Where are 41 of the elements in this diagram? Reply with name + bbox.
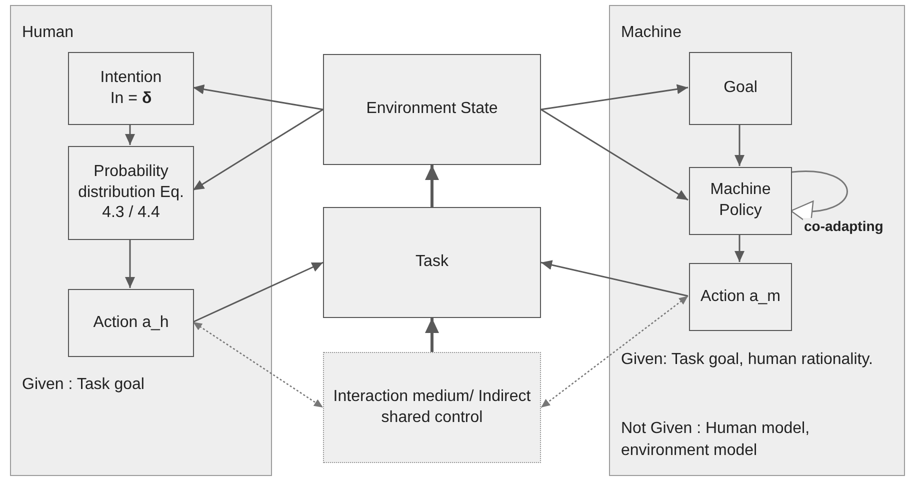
box-label: Goal: [724, 78, 758, 98]
group-panel: [609, 5, 905, 476]
process-box: [323, 54, 541, 165]
note-text: Given: Task goal, human rationality.: [621, 350, 874, 370]
process-box: [689, 52, 792, 125]
box-label: Interaction medium/ Indirect shared control: [332, 386, 532, 428]
box-label: Environment State: [366, 99, 498, 120]
process-box: [68, 52, 194, 125]
arrow: [192, 108, 324, 191]
arrow: [540, 260, 688, 297]
dotted-arrow: [540, 295, 688, 408]
note-text: Not Given : Human model, environment model: [621, 419, 811, 462]
process-box: [689, 263, 792, 331]
process-box: [68, 146, 194, 240]
arrow: [540, 84, 688, 110]
arrow: [734, 234, 744, 262]
arrow: [192, 84, 324, 110]
arrow: [425, 318, 439, 352]
note-text: Given : Task goal: [22, 375, 146, 395]
box-label: Probability distribution Eq. 4.3 / 4.4: [77, 162, 185, 224]
arrow: [540, 108, 688, 201]
process-box: [68, 289, 194, 357]
process-box: [323, 352, 541, 463]
group-panel: [10, 5, 272, 476]
arrow: [125, 124, 135, 145]
dotted-arrow: [192, 321, 324, 408]
arrow: [425, 165, 439, 207]
arrow: [125, 239, 135, 288]
box-label: Task: [416, 252, 448, 272]
box-label: Action a_m: [700, 286, 781, 307]
box-label: Intention: [100, 68, 162, 88]
process-box: [323, 207, 541, 318]
box-label: Action a_h: [93, 312, 169, 333]
process-box: [689, 167, 792, 235]
box-label: Machine Policy: [709, 180, 772, 221]
box-label: In = δ: [110, 88, 152, 108]
arrow: [734, 124, 744, 166]
arrow: [192, 262, 324, 323]
panel-title: Machine: [621, 23, 682, 43]
panel-title: Human: [22, 23, 75, 43]
edge-label: co-adapting: [803, 218, 884, 234]
